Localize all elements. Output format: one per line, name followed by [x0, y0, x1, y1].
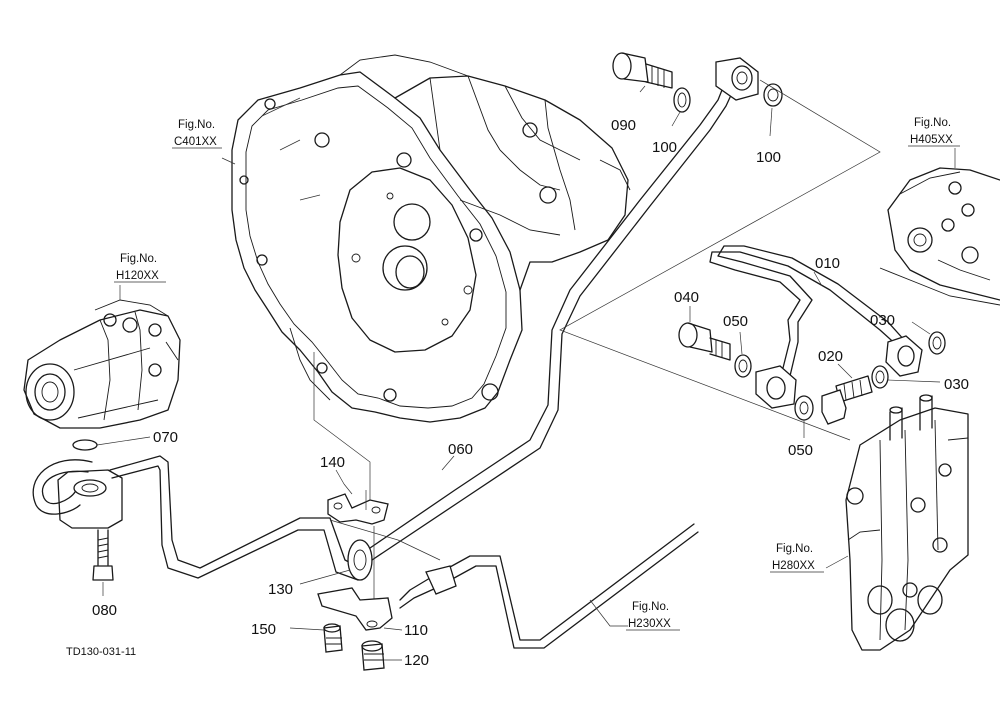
part-label-040: 040: [674, 289, 699, 306]
leader-060: [441, 455, 455, 471]
pump-fitting-block: [57, 469, 123, 596]
banjo-fitting-top: [715, 57, 759, 101]
leader-h230: [589, 599, 628, 627]
part-label-090: 090: [611, 117, 636, 134]
part-label-030-bottom: 030: [944, 376, 969, 393]
leader-030b: [887, 379, 941, 383]
part-label-080: 080: [92, 602, 117, 619]
part-label-150: 150: [251, 621, 276, 638]
fig-ref-c401-line1: Fig.No.: [178, 119, 215, 131]
part-label-110: 110: [404, 622, 428, 639]
leader-050a: [739, 331, 743, 355]
part-label-050-top: 050: [723, 313, 748, 330]
part-label-120: 120: [404, 652, 429, 669]
part-label-030-top: 030: [870, 312, 895, 329]
pipe-060: [32, 74, 739, 581]
plug-020: [821, 375, 873, 425]
leader-100a: [671, 111, 681, 127]
fig-ref-h280-line1: Fig.No.: [776, 543, 813, 555]
nut-150: [323, 623, 343, 653]
fig-ref-h405-line1: Fig.No.: [914, 117, 951, 129]
washer-100-right: [763, 83, 783, 107]
leader-c401: [221, 157, 236, 165]
part-label-130: 130: [268, 581, 293, 598]
valve-block-h280: [845, 394, 969, 651]
washer-050-left: [734, 354, 752, 378]
guide-line-case: [313, 352, 371, 500]
leader-090: [639, 85, 646, 93]
reference-line-top: [559, 79, 881, 441]
banjo-bolt-090: [612, 52, 673, 89]
washer-030-bottom: [871, 365, 889, 389]
part-label-020: 020: [818, 348, 843, 365]
fitting-010-left: [755, 365, 797, 409]
leader-030a: [911, 321, 931, 335]
fig-ref-h280-line2: H280XX: [772, 560, 815, 572]
part-label-140: 140: [320, 454, 345, 471]
guide-line-plate: [329, 519, 441, 561]
bracket-140: [327, 483, 389, 525]
diagram-code: TD130-031-11: [66, 646, 136, 658]
plate-110: [317, 587, 393, 631]
leader-020: [837, 363, 853, 379]
washer-100-left: [673, 87, 691, 113]
hydraulic-pump: [23, 299, 181, 429]
fig-ref-c401-line2: C401XX: [174, 136, 217, 148]
part-label-060: 060: [448, 441, 473, 458]
leader-140: [335, 469, 345, 485]
fig-ref-h230-line1: Fig.No.: [632, 601, 669, 613]
part-label-070: 070: [153, 429, 178, 446]
control-valve-h405: [879, 167, 1000, 306]
part-label-010: 010: [815, 255, 840, 272]
leader-150: [289, 627, 325, 631]
leader-100b: [769, 107, 773, 137]
leader-070: [96, 436, 151, 446]
washer-050-bottom: [794, 395, 814, 421]
cap-120: [361, 640, 385, 671]
leader-110: [383, 627, 403, 631]
banjo-bolt-040: [678, 322, 731, 361]
part-label-100-right: 100: [756, 149, 781, 166]
o-ring-070: [72, 439, 98, 451]
part-label-050-bottom: 050: [788, 442, 813, 459]
pipe-to-h230: [399, 523, 699, 649]
fig-ref-h405-line2: H405XX: [910, 134, 953, 146]
fig-ref-h230-line2: H230XX: [628, 618, 671, 630]
washer-030-top: [928, 331, 946, 355]
part-label-100-left: 100: [652, 139, 677, 156]
fig-ref-h120-line2: H120XX: [116, 270, 159, 282]
leader-010: [813, 271, 823, 287]
pipe-010: [709, 245, 907, 377]
fitting-010-right: [885, 335, 923, 377]
leader-h280: [825, 555, 849, 569]
leader-130: [299, 569, 351, 585]
transmission-case: [231, 54, 631, 423]
fig-ref-h120-line1: Fig.No.: [120, 253, 157, 265]
